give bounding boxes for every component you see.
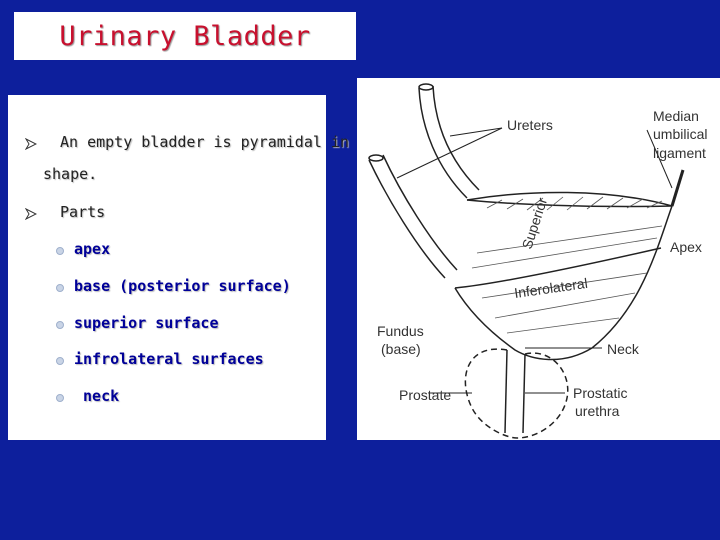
label-neck: Neck: [607, 341, 640, 357]
bladder-body: [454, 191, 673, 361]
label-median: Median: [653, 108, 699, 124]
label-base: (base): [381, 341, 421, 357]
label-apex: Apex: [670, 239, 702, 255]
ureter-tubes: [368, 83, 480, 279]
part-label: base (posterior surface): [74, 277, 291, 295]
prostate-outline: [464, 348, 569, 439]
leader-lines: [396, 127, 673, 394]
part-label: infrolateral surfaces: [74, 350, 264, 368]
label-fundus: Fundus: [377, 323, 424, 339]
content-box: An empty bladder is pyramidal in shape. …: [8, 95, 349, 440]
bullet-text: Parts: [60, 203, 106, 221]
dot-bullet-icon: [56, 394, 64, 402]
arrow-bullet-icon: [25, 138, 37, 150]
urethra: [504, 349, 526, 434]
muscle-fibers: [471, 196, 663, 334]
label-prostatic: Prostatic: [573, 385, 627, 401]
part-label: superior surface: [74, 314, 219, 332]
dot-bullet-icon: [56, 321, 64, 329]
slide-title: Urinary Bladder: [59, 20, 311, 52]
dot-bullet-icon: [56, 247, 64, 255]
label-prostate: Prostate: [399, 387, 451, 403]
label-umbilical: umbilical: [653, 126, 707, 142]
bladder-illustration: Ureters Median umbilical ligament Superi…: [368, 83, 707, 439]
bullet-text-cont: shape.: [43, 165, 98, 183]
bladder-diagram: Ureters Median umbilical ligament Superi…: [357, 78, 720, 440]
bullet-text: An empty bladder is pyramidal in: [60, 133, 349, 151]
label-urethra: urethra: [575, 403, 620, 419]
part-label: apex: [74, 240, 111, 258]
label-ureters: Ureters: [507, 117, 553, 133]
label-ligament: ligament: [653, 145, 706, 161]
arrow-bullet-icon: [25, 208, 37, 220]
dot-bullet-icon: [56, 357, 64, 365]
title-box: Urinary Bladder: [14, 12, 356, 60]
median-ligament: [670, 169, 685, 207]
part-label: neck: [74, 387, 120, 405]
label-inferolateral: Inferolateral: [513, 275, 588, 301]
dot-bullet-icon: [56, 284, 64, 292]
